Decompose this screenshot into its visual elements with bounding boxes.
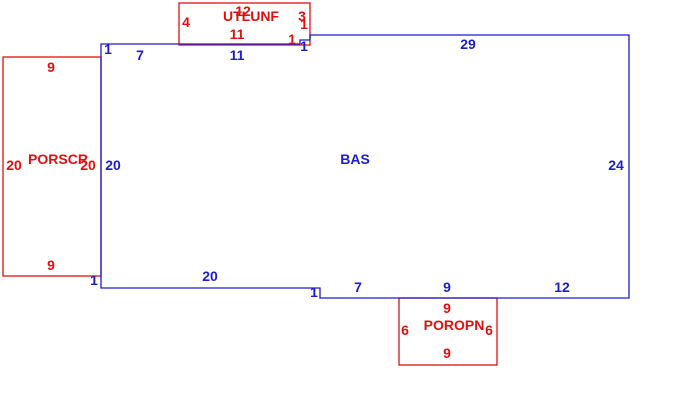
- bas-dim-right: 24: [608, 157, 624, 173]
- utlunf-outline[interactable]: [178, 2, 311, 46]
- poropn-dim-left: 6: [401, 322, 409, 338]
- bas-dim-top-left: 1: [104, 41, 112, 57]
- poropn-dim-bottom: 9: [443, 345, 451, 361]
- bas-outline[interactable]: [100, 34, 630, 299]
- poropn-label: POROPN: [424, 317, 485, 333]
- poropn-dim-right: 6: [485, 322, 493, 338]
- utlunf-dim-step-b: 1: [288, 31, 296, 47]
- bas-dim-top-a: 7: [136, 47, 144, 63]
- bas-dim-bottom-a: 20: [202, 268, 218, 284]
- bas-dim-bottom-step: 1: [310, 284, 318, 300]
- bas-dim-bottom-d: 12: [554, 279, 570, 295]
- porscr-dim-left: 20: [6, 157, 22, 173]
- porscr-label: PORSCR: [28, 151, 88, 167]
- porscr-dim-bottom: 9: [47, 257, 55, 273]
- bas-dim-bottom-c: 9: [443, 279, 451, 295]
- bas-dim-left: 20: [105, 157, 121, 173]
- utlunf-label: UTLUNF: [223, 8, 279, 24]
- bas-dim-top-b: 11: [230, 47, 245, 63]
- bas-dim-top-step: 1: [300, 38, 308, 54]
- utlunf-dim-inner: 11: [230, 26, 245, 42]
- bas-dim-bottom-b: 7: [354, 279, 362, 295]
- utlunf-dim-right: 3: [298, 8, 306, 24]
- bas-label: BAS: [340, 151, 370, 167]
- porscr-dim-top: 9: [47, 59, 55, 75]
- bas-dim-bottom-corner: 1: [90, 272, 98, 288]
- utlunf-dim-step-a: 1: [300, 16, 308, 32]
- porscr-dim-right: 20: [80, 157, 96, 173]
- utlunf-dim-left: 4: [182, 14, 190, 30]
- utlunf-dim-top: 12: [235, 3, 251, 19]
- bas-dim-top-right: 29: [460, 36, 476, 52]
- poropn-dim-top: 9: [443, 300, 451, 316]
